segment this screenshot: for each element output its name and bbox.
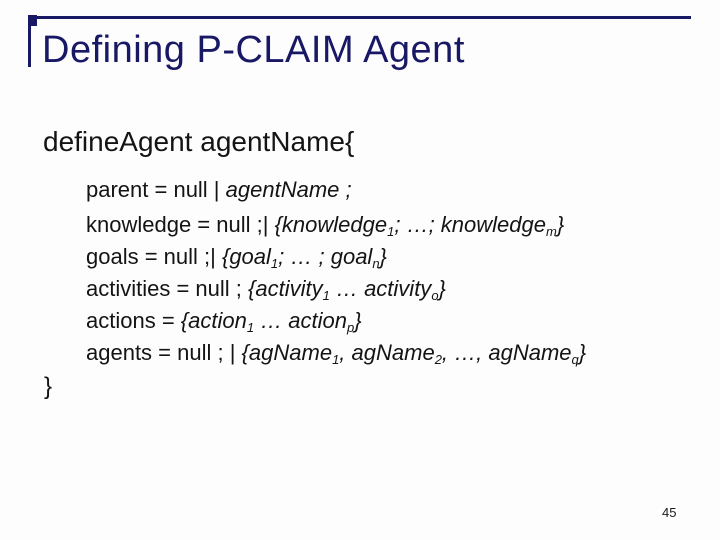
title-left-rule bbox=[28, 16, 31, 67]
code-line: goals = null ;| {goal1; … ; goaln} bbox=[86, 244, 387, 271]
code-line: knowledge = null ;| {knowledge1; …; know… bbox=[86, 212, 565, 239]
code-line: parent = null | agentName ; bbox=[86, 177, 352, 202]
code-line: actions = {action1 … actionp} bbox=[86, 308, 362, 335]
title-accent-corner bbox=[28, 15, 37, 26]
slide-title: Defining P-CLAIM Agent bbox=[42, 29, 465, 71]
title-top-rule bbox=[28, 16, 691, 19]
code-line: activities = null ; {activity1 … activit… bbox=[86, 276, 446, 303]
code-header-line: defineAgent agentName{ bbox=[43, 126, 355, 157]
code-line: agents = null ; | {agName1, agName2, …, … bbox=[86, 340, 587, 367]
code-lines: parent = null | agentName ; knowledge = n… bbox=[86, 174, 586, 369]
code-closing-brace: } bbox=[44, 373, 53, 400]
page-number: 45 bbox=[662, 505, 677, 520]
